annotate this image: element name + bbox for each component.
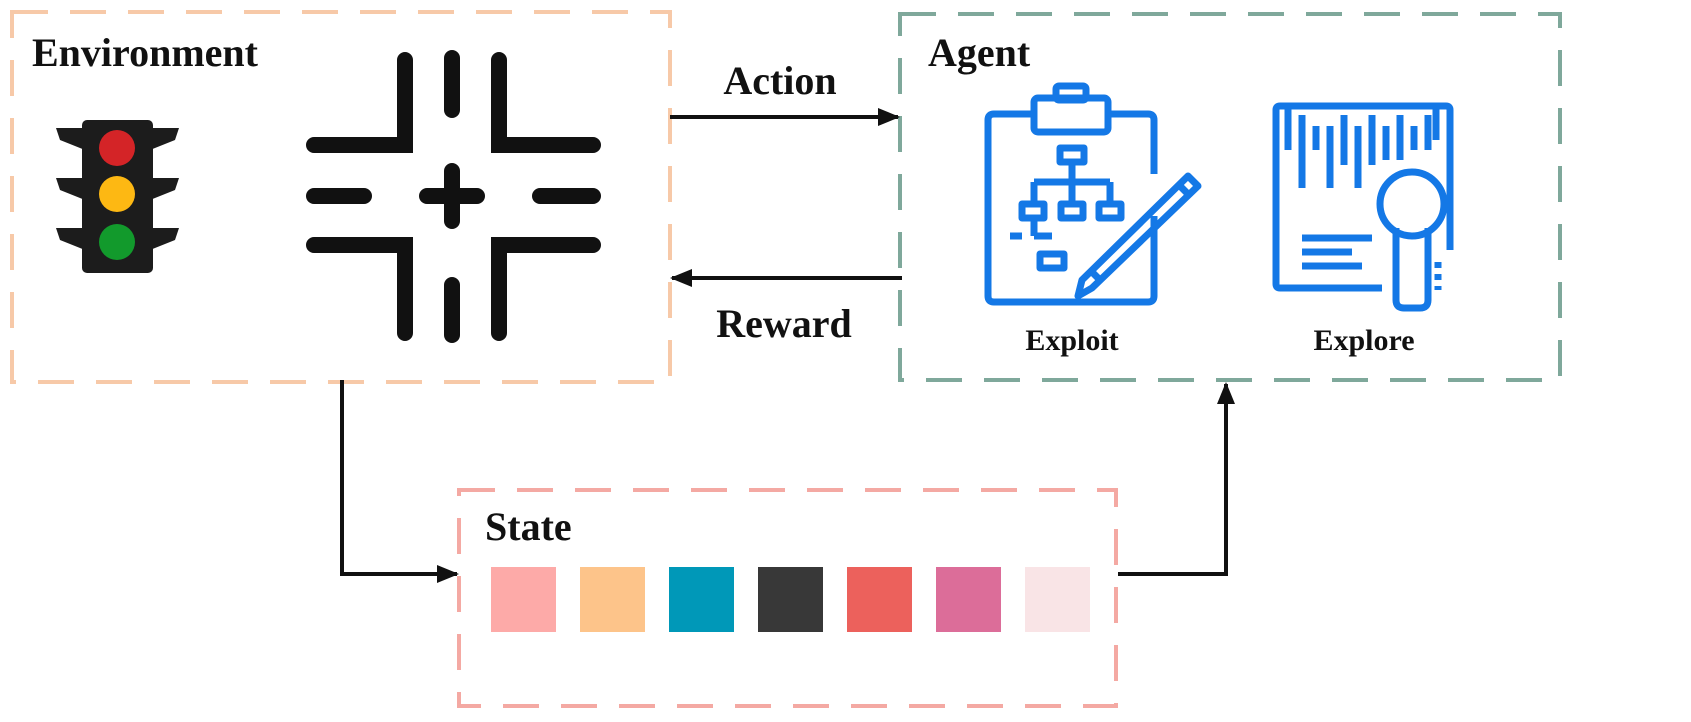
reward-arrow: Reward <box>670 269 902 346</box>
clipboard-flowchart-pencil-icon <box>984 82 1202 306</box>
state-swatch-6 <box>936 567 1001 632</box>
reward-label: Reward <box>716 301 852 346</box>
state-swatch-7 <box>1025 567 1090 632</box>
exploit-label: Exploit <box>1025 324 1118 357</box>
environment-box: Environment <box>10 10 672 384</box>
state-label: State <box>485 504 572 549</box>
state-swatch-3 <box>669 567 734 632</box>
intersection-icon <box>306 50 601 343</box>
action-label: Action <box>723 58 836 103</box>
state-border <box>457 488 1118 708</box>
red-light <box>99 130 135 166</box>
environment-label: Environment <box>32 30 259 75</box>
state-swatch-1 <box>491 567 556 632</box>
state-box: State <box>457 488 1118 708</box>
green-light <box>99 224 135 260</box>
state-swatch-4 <box>758 567 823 632</box>
action-arrow: Action <box>670 58 900 126</box>
agent-box: Agent Exploit <box>898 12 1562 382</box>
explore-label: Explore <box>1313 324 1414 357</box>
agent-border <box>898 12 1562 382</box>
state-swatch-5 <box>847 567 912 632</box>
agent-label: Agent <box>928 30 1031 75</box>
yellow-light <box>99 176 135 212</box>
traffic-light-icon <box>56 120 179 273</box>
state-swatch-2 <box>580 567 645 632</box>
state-swatches <box>491 567 1090 632</box>
environment-to-state-arrow <box>340 380 459 583</box>
state-to-agent-arrow <box>1118 382 1235 576</box>
document-magnifier-icon <box>1272 102 1454 312</box>
